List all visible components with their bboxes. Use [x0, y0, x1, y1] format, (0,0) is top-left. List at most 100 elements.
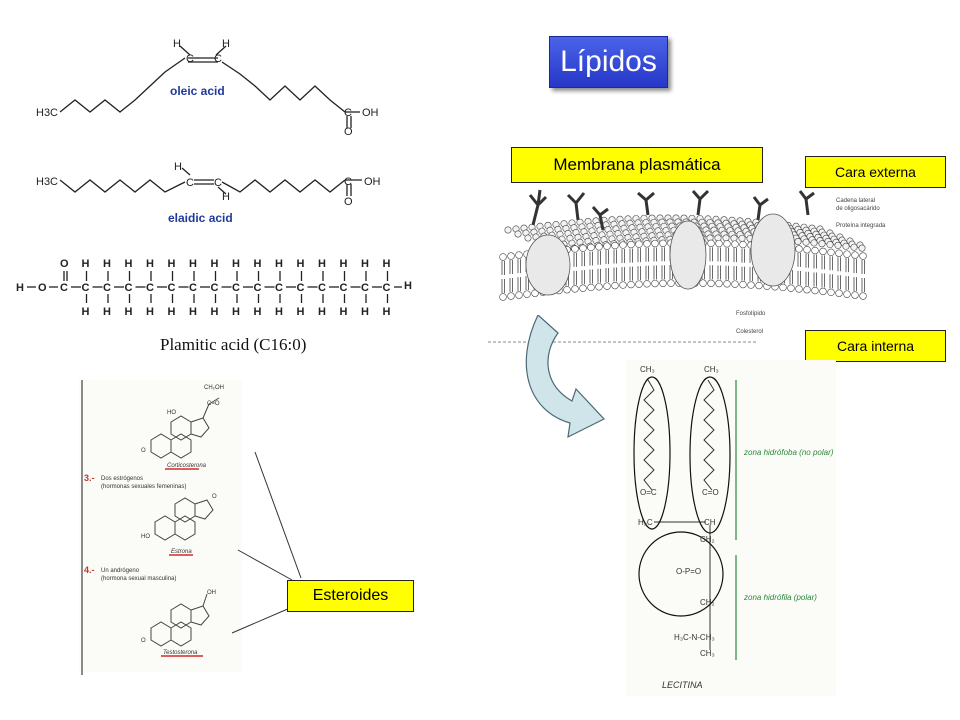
fatty-acid-structures: C C H H H3C C OH O oleic acid C C H H H3…: [16, 38, 412, 354]
testosterone-structure: [150, 593, 210, 647]
svg-text:C=O: C=O: [207, 401, 220, 407]
oleic-h3c: H3C: [36, 107, 58, 119]
lecithin-chains: [643, 379, 715, 650]
svg-text:C: C: [168, 282, 176, 294]
androgen-text-2: (hormona sexual masculina): [101, 576, 176, 582]
svg-text:C: C: [125, 282, 133, 294]
svg-text:H: H: [189, 306, 197, 318]
svg-text:C: C: [60, 282, 68, 294]
svg-text:OH: OH: [207, 590, 216, 596]
svg-text:H: H: [232, 258, 240, 270]
head-circle: [638, 531, 724, 617]
steroids-drawings: CH₂OH C=O HO O Corticosterona 3.- Dos es…: [81, 380, 224, 675]
svg-text:H: H: [211, 258, 219, 270]
outer-side-label: Cara externa: [805, 156, 946, 188]
svg-text:H: H: [168, 258, 176, 270]
lecithin-name: LECITINA: [662, 680, 703, 690]
svg-text:H: H: [82, 306, 90, 318]
oleic-c2: C: [214, 53, 222, 65]
svg-text:O: O: [212, 494, 217, 500]
estrone-structure: [154, 497, 214, 541]
oligosaccharide-chains: [528, 189, 815, 231]
svg-text:H: H: [318, 258, 326, 270]
svg-text:O=C: O=C: [640, 488, 657, 497]
oleic-h1: H: [173, 38, 181, 50]
svg-text:H: H: [82, 258, 90, 270]
svg-text:CH₃: CH₃: [640, 365, 655, 374]
membrane-label: Membrana plasmática: [511, 147, 763, 183]
svg-text:CH₂: CH₂: [700, 598, 715, 607]
svg-text:de oligosacárido: de oligosacárido: [836, 206, 880, 212]
elaidic-c1: C: [186, 177, 194, 189]
oleic-acid-structure: [59, 45, 360, 128]
estrogen-number: 3.-: [84, 473, 95, 483]
svg-text:H: H: [168, 306, 176, 318]
svg-text:H₂C: H₂C: [638, 518, 653, 527]
svg-text:H: H: [275, 306, 283, 318]
steroids-label: Esteroides: [287, 580, 414, 612]
svg-text:H: H: [125, 306, 133, 318]
svg-text:H: H: [146, 306, 154, 318]
svg-text:H: H: [361, 306, 369, 318]
svg-text:H: H: [275, 258, 283, 270]
svg-text:H: H: [146, 258, 154, 270]
svg-text:C: C: [103, 282, 111, 294]
svg-text:CH: CH: [704, 518, 716, 527]
estrogen-text-2: (hormonas sexuales femeninas): [101, 484, 186, 490]
svg-text:Cadena lateral: Cadena lateral: [836, 198, 875, 204]
svg-text:H: H: [340, 258, 348, 270]
svg-text:C: C: [232, 282, 240, 294]
svg-text:H: H: [383, 306, 391, 318]
svg-text:O: O: [141, 448, 146, 454]
svg-text:H: H: [103, 258, 111, 270]
lecithin-page: [626, 360, 836, 696]
elaidic-acid-structure: [59, 167, 362, 196]
svg-text:CH₃: CH₃: [700, 649, 715, 658]
corticosterone-name: Corticosterona: [167, 463, 207, 469]
oleic-h2: H: [222, 38, 230, 50]
oleic-carbonyl-c: C: [344, 107, 352, 119]
svg-text:H: H: [361, 258, 369, 270]
oleic-o: O: [344, 126, 353, 138]
svg-text:Fosfolípido: Fosfolípido: [736, 311, 766, 317]
oleic-acid-label: oleic acid: [170, 84, 225, 98]
membrane-annotations: Cadena lateral de oligosacárido Proteína…: [736, 198, 886, 335]
chain-ellipse-right: [689, 376, 731, 534]
oleic-c1: C: [186, 53, 194, 65]
svg-text:H₃C-N-CH₃: H₃C-N-CH₃: [674, 633, 715, 642]
corticosterone-structure: [150, 397, 220, 459]
svg-text:CH₃: CH₃: [704, 365, 719, 374]
elaidic-acid-label: elaidic acid: [168, 211, 233, 225]
arrow-shape: [525, 315, 605, 439]
lipid-bilayer: [499, 213, 867, 301]
svg-text:CH₂OH: CH₂OH: [204, 385, 224, 391]
svg-text:C: C: [361, 282, 369, 294]
svg-text:H: H: [383, 258, 391, 270]
elaidic-carbonyl-c: C: [344, 176, 352, 188]
svg-text:H: H: [189, 258, 197, 270]
svg-text:C: C: [297, 282, 305, 294]
svg-text:C: C: [383, 282, 391, 294]
svg-text:H: H: [103, 306, 111, 318]
elaidic-c2: C: [214, 177, 222, 189]
hydrophobic-zone-label: zona hidrófoba (no polar): [743, 448, 834, 457]
elaidic-oh: OH: [364, 176, 381, 188]
elaidic-h3c: H3C: [36, 176, 58, 188]
testosterone-name: Testosterona: [163, 650, 198, 656]
estrone-name: Estrona: [171, 549, 192, 555]
androgen-number: 4.-: [84, 565, 95, 575]
svg-text:H: H: [125, 258, 133, 270]
chain-ellipse-left: [633, 376, 671, 530]
svg-text:H: H: [232, 306, 240, 318]
svg-text:C: C: [254, 282, 262, 294]
svg-text:C: C: [275, 282, 283, 294]
hydrophilic-zone-label: zona hidrófila (polar): [743, 593, 817, 602]
inner-side-label: Cara interna: [805, 330, 946, 362]
svg-text:O: O: [141, 638, 146, 644]
svg-text:Proteína integrada: Proteína integrada: [836, 223, 886, 229]
svg-text:C: C: [82, 282, 90, 294]
androgen-text-1: Un andrógeno: [101, 568, 140, 574]
